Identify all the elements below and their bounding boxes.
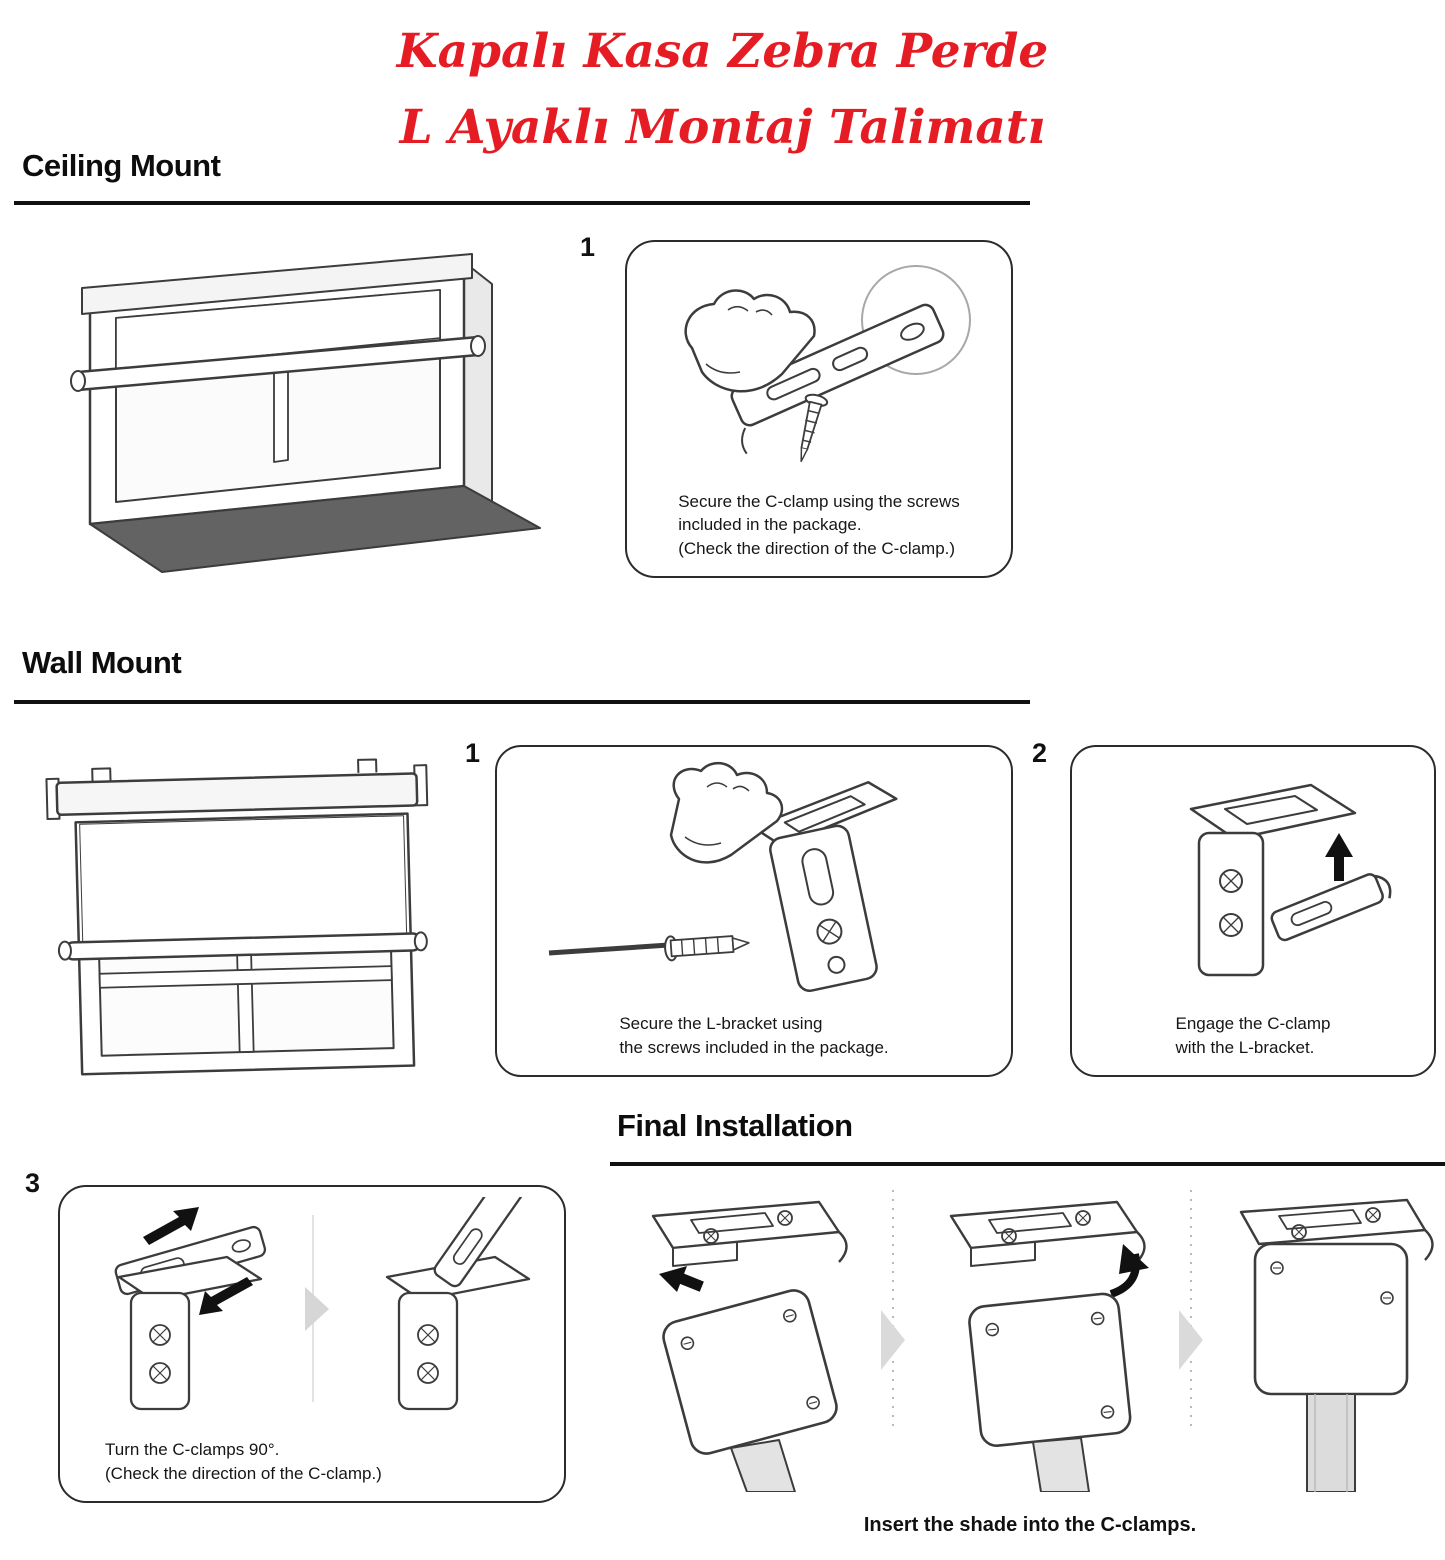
wall-step1-illustration-wrap [497,757,1011,995]
shade-fabric [730,1439,796,1492]
page-title: Kapalı Kasa Zebra Perde L Ayaklı Montaj … [0,14,1445,166]
insert-shade-step-1-illustration [651,1200,848,1492]
wall-step2-caption: Engage the C-clamp with the L-bracket. [1072,1012,1434,1059]
caption-line: included in the package. [678,515,862,535]
shade-fabric [1306,1393,1356,1492]
caption-line: Engage the C-clamp [1175,1014,1331,1034]
shade-cassette [1253,1242,1409,1396]
c-clamp-plate [1270,873,1392,942]
wall-step2-number: 2 [1032,738,1048,768]
rotate-arrow-icon [199,1277,253,1315]
final-sequence-caption: Insert the shade into the C-clamps. [863,1514,1197,1536]
final-step3-illustration-wrap [60,1197,564,1419]
ceiling-step1-caption: Secure the C-clamp using the screws incl… [627,490,1011,560]
shade-cassette [968,1292,1132,1447]
caption-line: (Check the direction of the C-clamp.) [678,538,956,558]
magnifier-circle [861,265,971,375]
c-clamp-engaging-l-bracket-illustration [1189,783,1392,977]
caption-line: Secure the L-bracket using [619,1014,823,1034]
sequence-separator [881,1190,905,1427]
turn-c-clamps-illustration [114,1197,531,1411]
c-clamp [949,1200,1139,1250]
wall-mount-heading: Wall Mount [22,645,182,680]
up-arrow-icon [1325,833,1353,881]
wall-window-illustration [45,758,429,1076]
final-installation-heading: Final Installation [617,1108,853,1143]
insert-shade-step-2-illustration [949,1200,1149,1492]
caption-line: with the L-bracket. [1175,1037,1315,1057]
final-step3-caption: Turn the C-clamps 90°. (Check the direct… [105,1438,382,1485]
l-bracket [751,781,898,992]
wall-step1-caption: Secure the L-bracket using the screws in… [497,1012,1011,1059]
final-section-divider [610,1162,1445,1166]
wall-step1-card: Secure the L-bracket using the screws in… [495,745,1013,1077]
c-clamp-screw-hand-illustration [684,265,971,463]
ceiling-section-divider [14,201,1030,205]
caption-line: (Check the direction of the C-clamp.) [105,1463,382,1483]
assembly-after [385,1197,531,1411]
final-step3-card: Turn the C-clamps 90°. (Check the direct… [58,1185,566,1503]
wall-step2-card: Engage the C-clamp with the L-bracket. [1070,745,1436,1077]
hand [669,762,784,864]
c-clamp [1239,1198,1427,1246]
ceiling-step1-card: Secure the C-clamp using the screws incl… [625,240,1013,578]
caption-line: Turn the C-clamps 90°. [105,1440,280,1460]
ceiling-mount-heading: Ceiling Mount [22,148,221,183]
final-step3-number: 3 [25,1168,41,1198]
chevron-right-icon [305,1287,329,1331]
c-clamp-plate [730,303,945,455]
rotate-arrow-icon [143,1207,199,1245]
screwdriver-shaft [548,942,670,956]
l-bracket-flange [1189,783,1357,841]
chevron-right-icon [1179,1310,1203,1370]
insert-arrow-icon [659,1266,704,1292]
final-sequence [615,1182,1445,1494]
c-clamp [651,1200,841,1250]
screw [800,393,829,463]
shade-fabric [1032,1437,1090,1492]
screw [664,935,750,962]
ceiling-step1-number: 1 [580,232,596,262]
caption-line: Secure the C-clamp using the screws [678,491,960,511]
wall-step1-number: 1 [465,738,481,768]
shade-cassette [662,1289,838,1455]
caption-line: the screws included in the package. [619,1037,889,1057]
ceiling-step1-illustration-wrap [627,252,1011,480]
l-bracket-plate [1197,831,1265,977]
wall-section-divider [14,700,1030,704]
wall-step2-illustration-wrap [1072,757,1434,992]
title-line-2: L Ayaklı Montaj Talimatı [399,100,1046,155]
sequence-separator [1179,1190,1203,1427]
title-line-1: Kapalı Kasa Zebra Perde [396,24,1049,79]
hand [684,289,816,393]
ceiling-window-illustration [70,253,541,573]
chevron-right-icon [881,1310,905,1370]
insert-shade-step-3-illustration [1239,1198,1434,1492]
l-bracket-screw-hand-illustration [548,762,898,992]
assembly-before [114,1207,267,1411]
